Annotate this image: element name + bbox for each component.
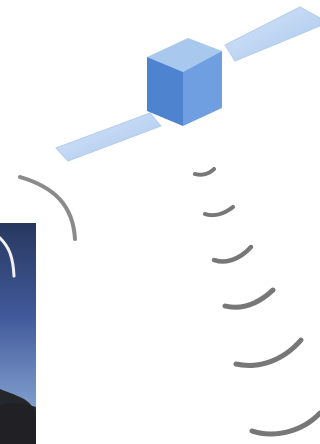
right-solar-panel	[225, 7, 320, 61]
signal-wave-1	[195, 169, 214, 175]
night-sky-photo	[0, 223, 36, 444]
signal-wave-3	[214, 247, 251, 261]
left-solar-panel	[56, 113, 161, 161]
signal-wave-6	[252, 413, 320, 434]
satellite-icon	[56, 7, 320, 161]
signal-waves	[195, 169, 320, 434]
signal-wave-4	[225, 290, 273, 307]
signal-wave-2	[205, 207, 233, 215]
signal-wave-5	[236, 340, 301, 365]
